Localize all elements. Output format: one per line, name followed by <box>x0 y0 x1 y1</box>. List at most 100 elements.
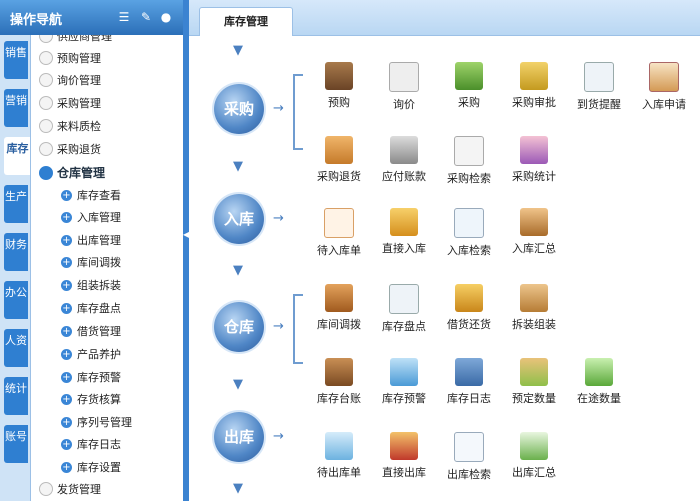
module-direct-inbound[interactable]: 直接入库 <box>372 208 436 256</box>
sub-item[interactable]: +库存日志 <box>61 435 121 455</box>
vtab-marketing[interactable]: 营销 <box>4 89 28 127</box>
sub-item[interactable]: +库存预警 <box>61 368 121 388</box>
module-label: 直接入库 <box>382 242 426 255</box>
module-inbound-summary[interactable]: 入库汇总 <box>502 208 566 256</box>
module-in-transit[interactable]: 在途数量 <box>567 358 631 406</box>
module-purchase-return[interactable]: 采购退货 <box>307 136 371 184</box>
stage-inbound[interactable]: 入库 <box>214 194 264 244</box>
module-purchase-stats[interactable]: 采购统计 <box>502 136 566 184</box>
user-icon[interactable]: ● <box>160 10 172 24</box>
module-outbound-search[interactable]: 出库检索 <box>437 432 501 482</box>
vtab-office[interactable]: 办公 <box>4 281 28 319</box>
vtab-production[interactable]: 生产 <box>4 185 28 223</box>
module-payables[interactable]: 应付账款 <box>372 136 436 184</box>
module-label: 库存预警 <box>382 392 426 405</box>
module-inbound-request[interactable]: 入库申请 <box>632 62 696 112</box>
home-icon <box>390 208 418 236</box>
module-stocktake[interactable]: 库存盘点 <box>372 284 436 334</box>
node-icon <box>39 119 53 133</box>
calendar-icon <box>389 284 419 314</box>
sub-item[interactable]: +库存查看 <box>61 186 121 206</box>
module-label: 入库检索 <box>447 244 491 257</box>
module-pending-outbound[interactable]: 待出库单 <box>307 432 371 480</box>
module-label: 入库申请 <box>642 98 686 111</box>
plus-icon: + <box>61 461 72 473</box>
module-stock-log[interactable]: 库存日志 <box>437 358 501 406</box>
sub-item[interactable]: +库存设置 <box>61 458 121 478</box>
checklist-icon <box>325 432 353 460</box>
sub-item-label: 产品养护 <box>77 348 121 361</box>
sub-item[interactable]: +序列号管理 <box>61 413 132 433</box>
module-label: 采购审批 <box>512 96 556 109</box>
module-arrival-reminder[interactable]: 到货提醒 <box>567 62 631 112</box>
down-arrow-icon: ▼ <box>233 377 243 392</box>
module-pending-inbound[interactable]: 待入库单 <box>307 208 371 258</box>
module-disassemble[interactable]: 拆装组装 <box>502 284 566 332</box>
module-borrow-return[interactable]: 借货还货 <box>437 284 501 332</box>
node-icon <box>39 142 53 156</box>
panel-splitter[interactable]: ◀ <box>183 0 189 501</box>
nav-item[interactable]: 采购退货 <box>39 140 101 160</box>
module-label: 采购 <box>458 96 480 109</box>
module-purchase[interactable]: 采购 <box>437 62 501 110</box>
module-purchase-approval[interactable]: 采购审批 <box>502 62 566 110</box>
sub-item-label: 库存盘点 <box>77 302 121 315</box>
vtab-account[interactable]: 账号 <box>4 425 28 463</box>
nav-item[interactable]: 来料质检 <box>39 117 101 137</box>
stage-warehouse[interactable]: 仓库 <box>214 302 264 352</box>
tab-inventory[interactable]: 库存管理 <box>199 7 293 37</box>
module-prepurchase[interactable]: 预购 <box>307 62 371 110</box>
sub-item[interactable]: +存货核算 <box>61 390 121 410</box>
sub-item[interactable]: +入库管理 <box>61 208 121 228</box>
archive-icon <box>520 208 548 236</box>
nav-item-label: 采购管理 <box>57 97 101 110</box>
boxes-icon <box>520 284 548 312</box>
list-icon[interactable]: ☰ <box>118 10 130 24</box>
module-tabs: 销售 营销 库存 生产 财务 办公 人资 统计 账号 <box>0 35 31 501</box>
vtab-inventory[interactable]: 库存 <box>4 137 31 175</box>
module-transfer[interactable]: 库间调拨 <box>307 284 371 332</box>
stage-outbound[interactable]: 出库 <box>214 412 264 462</box>
sub-item-label: 入库管理 <box>77 211 121 224</box>
module-outbound-summary[interactable]: 出库汇总 <box>502 432 566 480</box>
module-stock-alert[interactable]: 库存预警 <box>372 358 436 406</box>
nav-item[interactable]: 发货管理 <box>39 480 101 500</box>
sub-item[interactable]: + 库存盘点 <box>61 299 121 319</box>
module-purchase-search[interactable]: 采购检索 <box>437 136 501 186</box>
plus-icon: + <box>61 348 72 360</box>
alarm-clock-icon <box>390 358 418 386</box>
module-label: 待入库单 <box>317 244 361 257</box>
module-label: 采购检索 <box>447 172 491 185</box>
module-ledger[interactable]: 库存台账 <box>307 358 371 406</box>
sub-item[interactable]: +借货管理 <box>61 322 121 342</box>
plus-icon: + <box>61 234 72 246</box>
nav-item[interactable]: 询价管理 <box>39 71 101 91</box>
collapse-arrow-icon[interactable]: ◀ <box>183 230 190 239</box>
module-label: 库存盘点 <box>382 320 426 333</box>
chart-icon <box>520 136 548 164</box>
vtab-stats[interactable]: 统计 <box>4 377 28 415</box>
nav-item[interactable]: 供应商管理 <box>39 35 112 47</box>
sub-item[interactable]: +库间调拨 <box>61 253 121 273</box>
vtab-sales[interactable]: 销售 <box>4 41 28 79</box>
nav-header: 操作导航 ☰ ✎ ● <box>0 0 183 35</box>
sub-item[interactable]: +出库管理 <box>61 231 121 251</box>
nav-item[interactable]: 采购管理 <box>39 94 101 114</box>
sub-item-label: 库间调拨 <box>77 256 121 269</box>
sub-item[interactable]: +组装拆装 <box>61 276 121 296</box>
module-inquiry[interactable]: 询价 <box>372 62 436 112</box>
module-direct-outbound[interactable]: 直接出库 <box>372 432 436 480</box>
down-arrow-icon: ▼ <box>233 263 243 278</box>
module-reserved-qty[interactable]: 预定数量 <box>502 358 566 406</box>
plus-icon: + <box>61 302 72 314</box>
tools-icon[interactable]: ✎ <box>140 10 152 24</box>
bracket <box>293 294 303 364</box>
down-arrow-icon: ▼ <box>233 43 243 58</box>
vtab-finance[interactable]: 财务 <box>4 233 28 271</box>
nav-item[interactable]: 预购管理 <box>39 49 101 69</box>
stage-purchase[interactable]: 采购 <box>214 84 264 134</box>
sub-item[interactable]: + 产品养护 <box>61 345 121 365</box>
nav-group-warehouse[interactable]: 仓库管理 <box>39 163 105 183</box>
module-inbound-search[interactable]: 入库检索 <box>437 208 501 258</box>
vtab-hr[interactable]: 人资 <box>4 329 28 367</box>
